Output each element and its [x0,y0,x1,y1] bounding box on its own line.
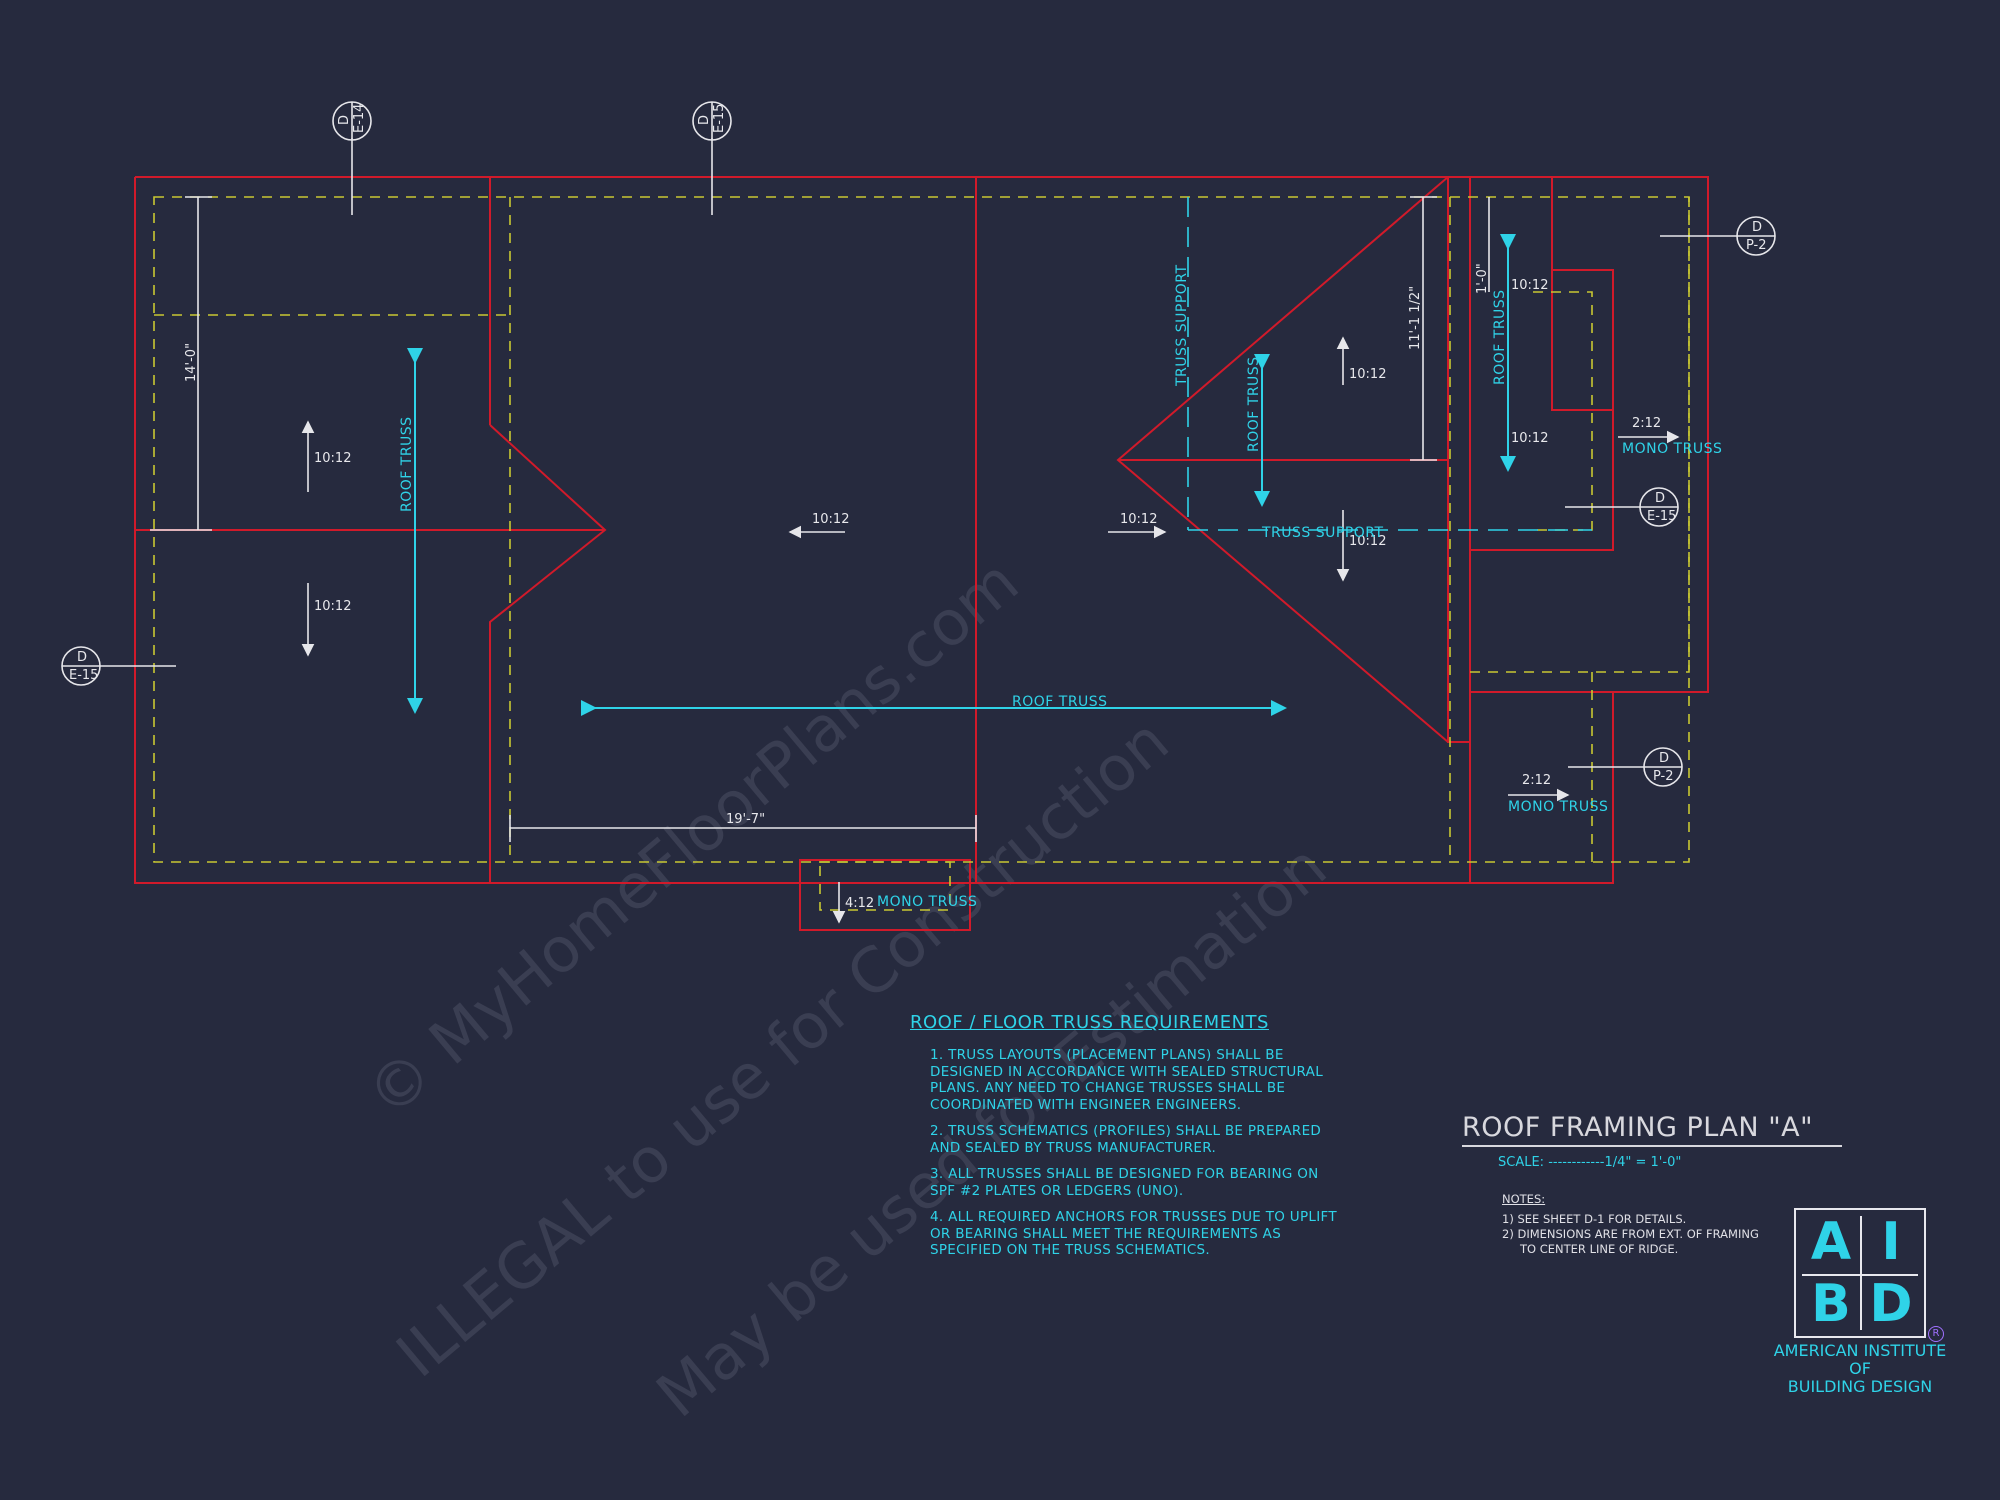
requirement-item: 2. TRUSS SCHEMATICS (PROFILES) SHALL BE … [930,1123,1322,1156]
requirement-item: 4. ALL REQUIRED ANCHORS FOR TRUSSES DUE … [930,1209,1337,1258]
dimension-right: 11'-1 1/2" [1408,286,1423,350]
svg-text:E-15: E-15 [1647,509,1676,524]
logo-letter-b: B [1811,1274,1851,1334]
logo-letter-d: D [1869,1274,1913,1334]
plan-notes: NOTES: 1) SEE SHEET D-1 FOR DETAILS. 2) … [1502,1192,1762,1257]
svg-text:P-2: P-2 [1653,769,1674,784]
pitch-label: 2:12 [1522,773,1551,788]
pitch-label: 10:12 [1511,278,1548,293]
mono-truss-label: MONO TRUSS [1622,441,1722,457]
pitch-arrows [301,336,1680,924]
mono-truss-label: MONO TRUSS [877,894,977,910]
svg-text:D: D [337,115,352,125]
dimension-lines [150,196,1490,842]
logo-letter-i: I [1881,1212,1901,1272]
requirement-item: 3. ALL TRUSSES SHALL BE DESIGNED FOR BEA… [930,1166,1319,1199]
logo-name-line: OF [1849,1359,1871,1378]
truss-support-label: TRUSS SUPPORT [1174,264,1190,387]
dimension-bottom: 19'-7" [726,812,765,827]
section-marker: D E-15 [692,101,732,141]
pitch-labels: 10:12 10:12 10:12 10:12 10:12 10:12 10:1… [314,278,1661,911]
section-marker: D E-15 [1639,487,1679,527]
pitch-label: 4:12 [845,896,874,911]
svg-text:D: D [1659,751,1669,766]
truss-support-lines [1187,197,1592,531]
pitch-label: 10:12 [314,599,351,614]
truss-support-label: TRUSS SUPPORT [1261,525,1384,541]
truss-annotations: ROOF TRUSS ROOF TRUSS ROOF TRUSS ROOF TR… [399,264,1722,910]
exterior-wall-outline [134,176,1709,931]
requirements-title: ROOF / FLOOR TRUSS REQUIREMENTS [910,1012,1269,1033]
roof-truss-label: ROOF TRUSS [1492,289,1508,385]
scale-label: SCALE: ------------1/4" = 1'-0" [1498,1155,1682,1170]
overhang-lines [153,196,1690,911]
notes-heading: NOTES: [1502,1192,1546,1206]
logo-name-line: BUILDING DESIGN [1787,1377,1933,1396]
svg-text:E-15: E-15 [69,668,98,683]
svg-text:E-15: E-15 [712,104,727,133]
pitch-label: 10:12 [1349,534,1386,549]
note-item: 1) SEE SHEET D-1 FOR DETAILS. [1502,1212,1687,1226]
registered-mark: R [1928,1326,1944,1342]
logo-name-line: AMERICAN INSTITUTE [1773,1341,1947,1360]
roof-truss-label: ROOF TRUSS [1246,356,1262,452]
page-title: ROOF FRAMING PLAN "A" [1462,1112,1842,1147]
section-marker: D E-14 [332,101,372,141]
svg-text:D: D [77,650,87,665]
pitch-label: 10:12 [1120,512,1157,527]
section-marker: D P-2 [1736,216,1776,256]
roof-truss-label: ROOF TRUSS [1012,694,1108,710]
truss-direction-arrows [407,234,1516,716]
svg-text:P-2: P-2 [1746,238,1767,253]
roof-truss-label: ROOF TRUSS [399,416,415,512]
pitch-label: 10:12 [1349,367,1386,382]
section-marker: D E-15 [61,646,101,686]
note-item: 2) DIMENSIONS ARE FROM EXT. OF FRAMING T… [1502,1227,1759,1256]
dimension-labels: 14'-0" 19'-7" 11'-1 1/2" 1'-0" [184,263,1490,827]
dimension-small: 1'-0" [1475,263,1490,294]
section-markers: D E-14 D E-15 D P-2 D E-15 D P-2 [61,101,1776,787]
aibd-logo: A I B D R AMERICAN INSTITUTE OF BUILDING… [1768,1208,1968,1396]
svg-text:E-14: E-14 [352,104,367,133]
truss-requirements: ROOF / FLOOR TRUSS REQUIREMENTS 1. TRUSS… [910,1012,1340,1259]
logo-letter-a: A [1810,1212,1852,1272]
pitch-label: 2:12 [1632,416,1661,431]
mono-truss-label: MONO TRUSS [1508,799,1608,815]
svg-text:D: D [697,115,712,125]
requirement-item: 1. TRUSS LAYOUTS (PLACEMENT PLANS) SHALL… [930,1047,1324,1113]
dimension-left: 14'-0" [184,343,199,382]
watermark: © MyHomeFloorPlans.com ILLEGAL to use fo… [353,545,1340,1432]
svg-text:D: D [1752,220,1762,235]
svg-text:D: D [1655,491,1665,506]
title-block: ROOF FRAMING PLAN "A" SCALE: -----------… [1462,1112,1842,1170]
pitch-label: 10:12 [314,451,351,466]
section-marker: D P-2 [1643,747,1683,787]
pitch-label: 10:12 [1511,431,1548,446]
pitch-label: 10:12 [812,512,849,527]
